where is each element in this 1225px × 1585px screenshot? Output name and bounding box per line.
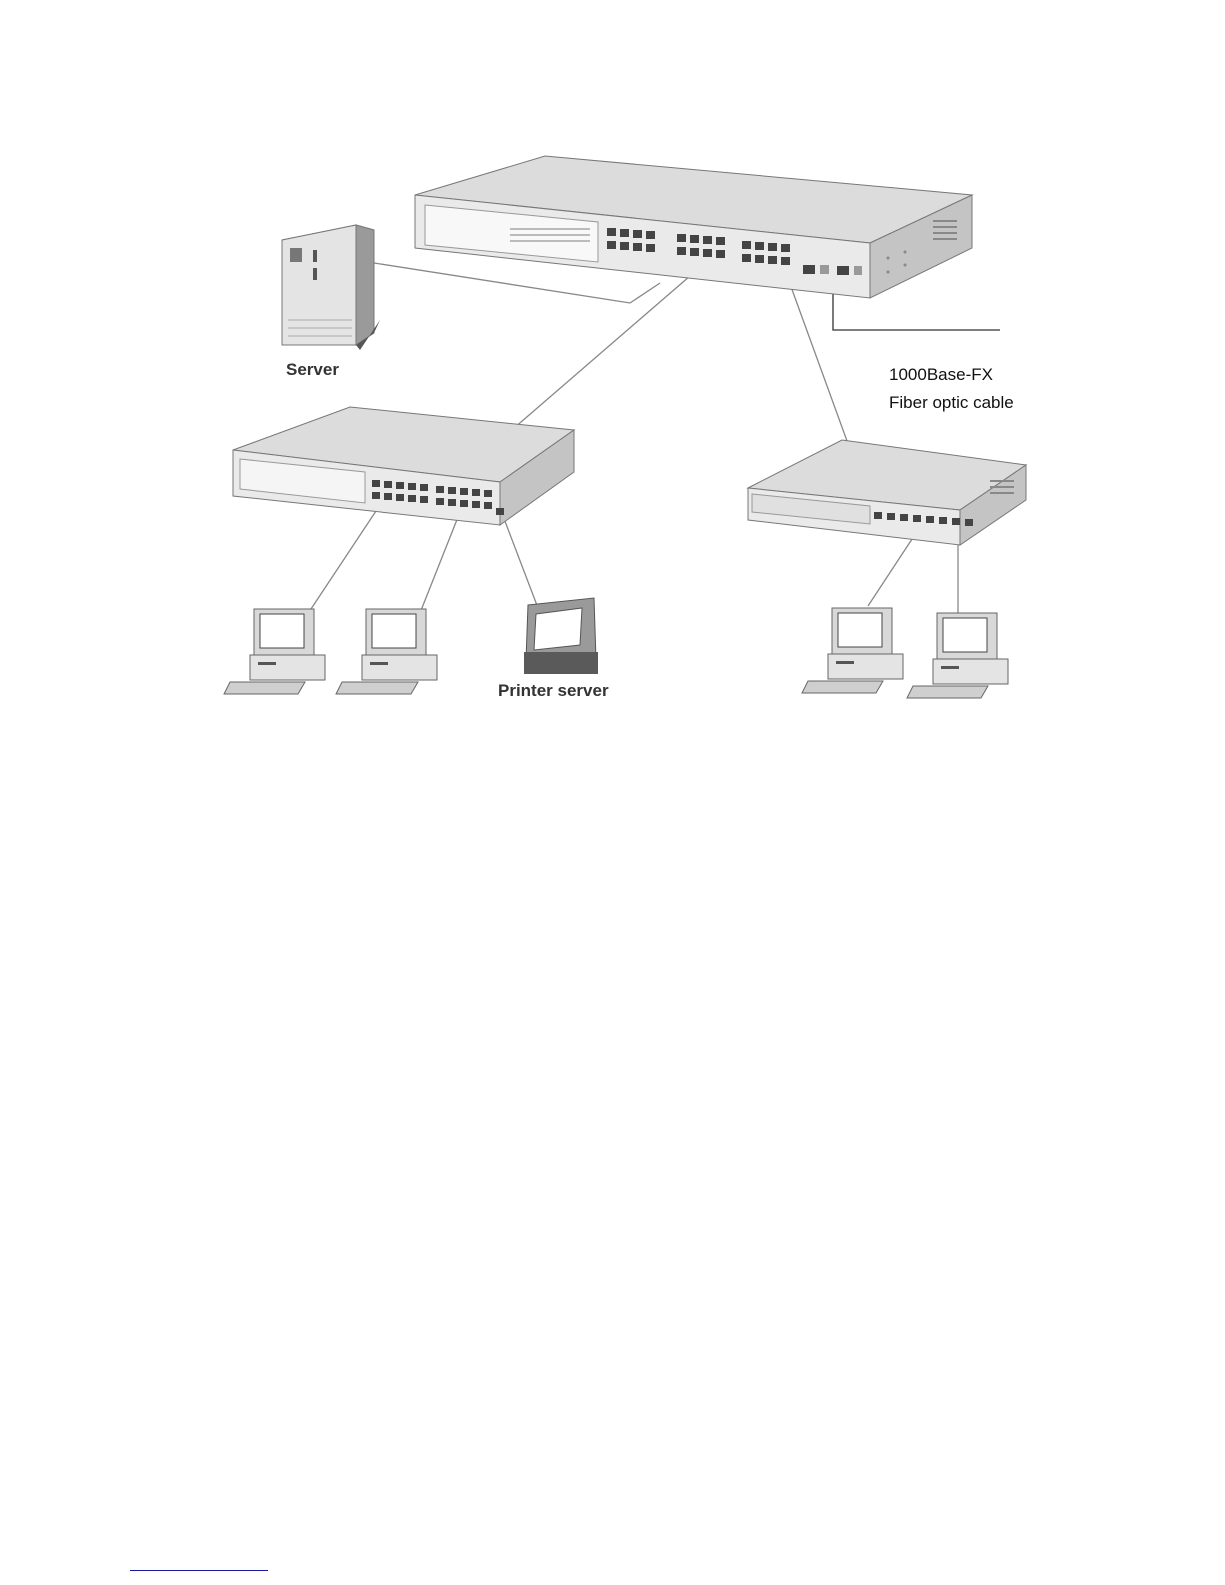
right-switch-icon <box>748 440 1026 545</box>
cable-right-pc3 <box>868 530 918 606</box>
pc-1-icon <box>224 609 325 694</box>
pc-4-icon <box>907 613 1008 698</box>
server-label: Server <box>286 360 339 380</box>
printer-icon <box>524 598 598 674</box>
cable-left-pc1 <box>305 505 380 618</box>
printer-server-label: Printer server <box>498 681 609 701</box>
pc-2-icon <box>336 609 437 694</box>
pc-3-icon <box>802 608 903 693</box>
fiber-cable-label: Fiber optic cable <box>889 393 1014 413</box>
fiber-type-label: 1000Base-FX <box>889 365 993 385</box>
core-switch-icon <box>415 156 972 298</box>
server-icon <box>282 225 380 350</box>
footnote-rule <box>130 1570 268 1571</box>
cable-left-pc2 <box>418 512 460 618</box>
left-switch-icon <box>233 407 574 525</box>
cable-left-printer <box>503 516 538 608</box>
